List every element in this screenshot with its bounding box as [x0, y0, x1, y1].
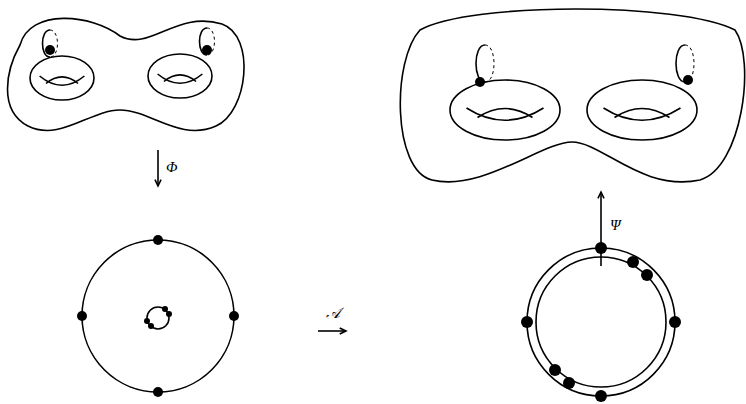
hole-lower-edge	[467, 108, 544, 120]
outer-circle	[82, 240, 234, 392]
marked-point	[627, 256, 639, 268]
map-arrow	[600, 192, 602, 266]
hole-lower-edge	[158, 74, 203, 83]
marked-point	[45, 45, 55, 55]
handle-ring	[450, 80, 560, 140]
marked-point	[683, 75, 693, 85]
marked-point	[153, 387, 163, 397]
map-arrow	[157, 150, 159, 186]
marked-point	[162, 306, 168, 312]
hole-upper-edge	[615, 109, 670, 118]
handle-ring	[148, 54, 212, 98]
marked-point	[563, 377, 575, 389]
marked-point	[521, 316, 533, 328]
marked-point	[549, 364, 561, 376]
meridian-front	[676, 45, 685, 82]
outer-circle	[527, 248, 675, 396]
inner-circle	[536, 257, 666, 387]
arrow-head	[340, 328, 346, 334]
map-label: Ψ	[610, 218, 621, 233]
meridian-back	[485, 45, 494, 82]
arrow-head	[598, 192, 604, 198]
inner-circle	[147, 307, 169, 329]
arrow-head	[155, 180, 161, 186]
hole-upper-edge	[164, 75, 196, 82]
hole-lower-edge	[604, 108, 681, 120]
surface-outline	[8, 18, 245, 130]
hole-lower-edge	[40, 76, 85, 85]
marked-point	[144, 318, 150, 324]
hole-upper-edge	[478, 109, 533, 118]
map-label: Φ	[166, 160, 177, 175]
map-arrow	[318, 330, 346, 332]
marked-point	[595, 390, 607, 402]
map-label: 𝒜	[326, 306, 340, 321]
marked-point	[202, 45, 212, 55]
meridian-front	[476, 45, 485, 82]
marked-point	[166, 311, 172, 317]
marked-point	[475, 77, 485, 87]
marked-point	[229, 311, 239, 321]
drawing	[8, 9, 745, 402]
surface-outline	[400, 9, 744, 182]
handle-ring	[30, 56, 94, 100]
handle-ring	[587, 80, 697, 140]
marked-point	[153, 235, 163, 245]
marked-point	[669, 316, 681, 328]
marked-point	[148, 323, 154, 329]
marked-point	[77, 311, 87, 321]
hole-upper-edge	[46, 77, 78, 84]
marked-point	[641, 269, 653, 281]
